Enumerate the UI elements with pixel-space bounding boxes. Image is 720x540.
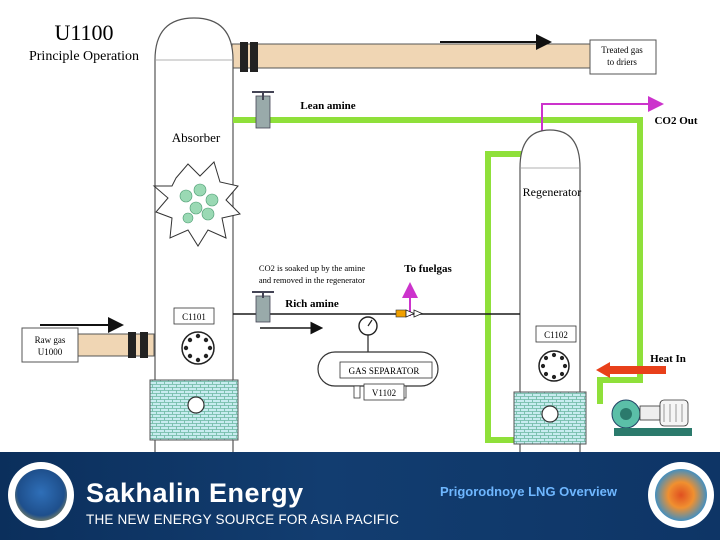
- rich-amine-line: [233, 313, 520, 335]
- fuelgas-line: [395, 282, 423, 318]
- pressure-gauge-icon: [358, 316, 378, 352]
- absorber-label: Absorber: [172, 130, 221, 145]
- c1101-label: C1101: [182, 312, 206, 322]
- co2-note-line-1: CO2 is soaked up by the amine: [259, 263, 365, 273]
- heat-in-arrow: [596, 362, 666, 378]
- co2-out-line: [541, 96, 664, 134]
- pump-icon: [611, 399, 692, 436]
- diagram-subtitle: Principle Operation: [29, 49, 139, 64]
- diagram-title: U1100: [54, 20, 113, 45]
- co2-burst: [152, 161, 241, 247]
- gas-separator-vessel: [317, 351, 439, 401]
- c1102-tag: [535, 325, 577, 343]
- lean-amine-valve: [252, 91, 274, 129]
- treated-gas-flange: [240, 42, 258, 72]
- c1101-tag: [173, 307, 215, 325]
- absorber-manhole: [181, 331, 215, 365]
- c1102-label: C1102: [544, 330, 568, 340]
- footer-banner: Sakhalin Energy THE NEW ENERGY SOURCE FO…: [0, 452, 720, 540]
- lean-amine-label: Lean amine: [300, 100, 355, 112]
- brand-tagline: THE NEW ENERGY SOURCE FOR ASIA PACIFIC: [86, 512, 400, 527]
- to-fuelgas-label: To fuelgas: [404, 263, 452, 275]
- overview-title: Prigorodnoye LNG Overview: [440, 484, 617, 499]
- brand-name: Sakhalin Energy: [86, 478, 304, 508]
- co2-out-label: CO2 Out: [654, 115, 697, 127]
- sakhalin-seal-right-icon: [648, 462, 714, 528]
- treated-gas-line: [231, 34, 657, 75]
- raw-gas-label-2: U1000: [38, 347, 63, 357]
- sakhalin-seal-left-icon: [8, 462, 74, 528]
- v1102-label: V1102: [372, 388, 396, 398]
- treated-gas-label-2: to driers: [607, 57, 637, 67]
- regenerator-manhole: [538, 350, 570, 382]
- co2-note-line-2: and removed in the regenerator: [259, 275, 365, 285]
- raw-gas-label-1: Raw gas: [35, 335, 66, 345]
- regenerator-column: [513, 129, 587, 452]
- heat-in-label: Heat In: [650, 353, 686, 365]
- raw-gas-line: [21, 317, 155, 363]
- regenerator-label: Regenerator: [523, 185, 582, 199]
- rich-amine-valve: [252, 291, 274, 323]
- rich-amine-label: Rich amine: [285, 298, 339, 310]
- gas-separator-label: GAS SEPARATOR: [349, 366, 420, 376]
- treated-gas-label-1: Treated gas: [601, 45, 643, 55]
